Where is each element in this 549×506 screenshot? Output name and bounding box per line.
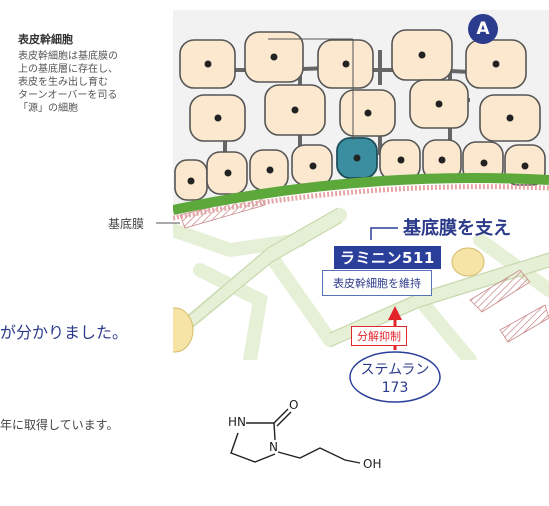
chem-oh-label: OH — [363, 457, 382, 471]
body-text-fragment-2: 年に取得しています。 — [0, 418, 119, 432]
chemical-structure — [230, 408, 361, 464]
stem-cell-desc-line: 表皮を生み出し育む — [18, 77, 108, 88]
stemulan-label: ステムラン 173 — [355, 361, 435, 397]
stem-cell-title: 表皮幹細胞 — [18, 33, 73, 46]
laminin-511-label: ラミニン511 — [334, 246, 441, 269]
chem-o-label: O — [289, 398, 299, 412]
basement-membrane — [173, 173, 549, 215]
stemulan-name: ステムラン — [360, 362, 430, 378]
stem-cell-desc-line: ターンオーバーを司る — [18, 90, 118, 101]
chem-nh-label: HN — [228, 415, 246, 429]
stemulan-number: 173 — [381, 380, 409, 396]
basal-nuclei — [187, 154, 529, 185]
stem-cell-desc-line: 「源」の細胞 — [18, 103, 78, 114]
degradation-inhibition-box: 分解抑制 — [351, 326, 407, 346]
body-text-fragment-1: が分かりました。 — [0, 323, 129, 342]
maintain-stem-cell-box: 表皮幹細胞を維持 — [322, 270, 432, 296]
stem-cell-desc-line: 表皮幹細胞は基底膜の — [18, 51, 118, 62]
inhibit-arrow-head — [388, 306, 402, 320]
chem-n-label: N — [269, 440, 278, 454]
suprabasal-nuclei — [204, 51, 514, 122]
badge-a: A — [468, 14, 498, 44]
support-text: 基底膜を支え — [403, 218, 511, 239]
stem-cell-desc-line: 上の基底層に存在し、 — [18, 64, 118, 75]
stemulan-ellipse — [349, 351, 441, 403]
basement-membrane-label: 基底膜 — [108, 217, 145, 231]
stem-cell-description: 表皮幹細胞は基底膜の 上の基底層に存在し、 表皮を生み出し育む ターンオーバーを… — [18, 50, 138, 115]
